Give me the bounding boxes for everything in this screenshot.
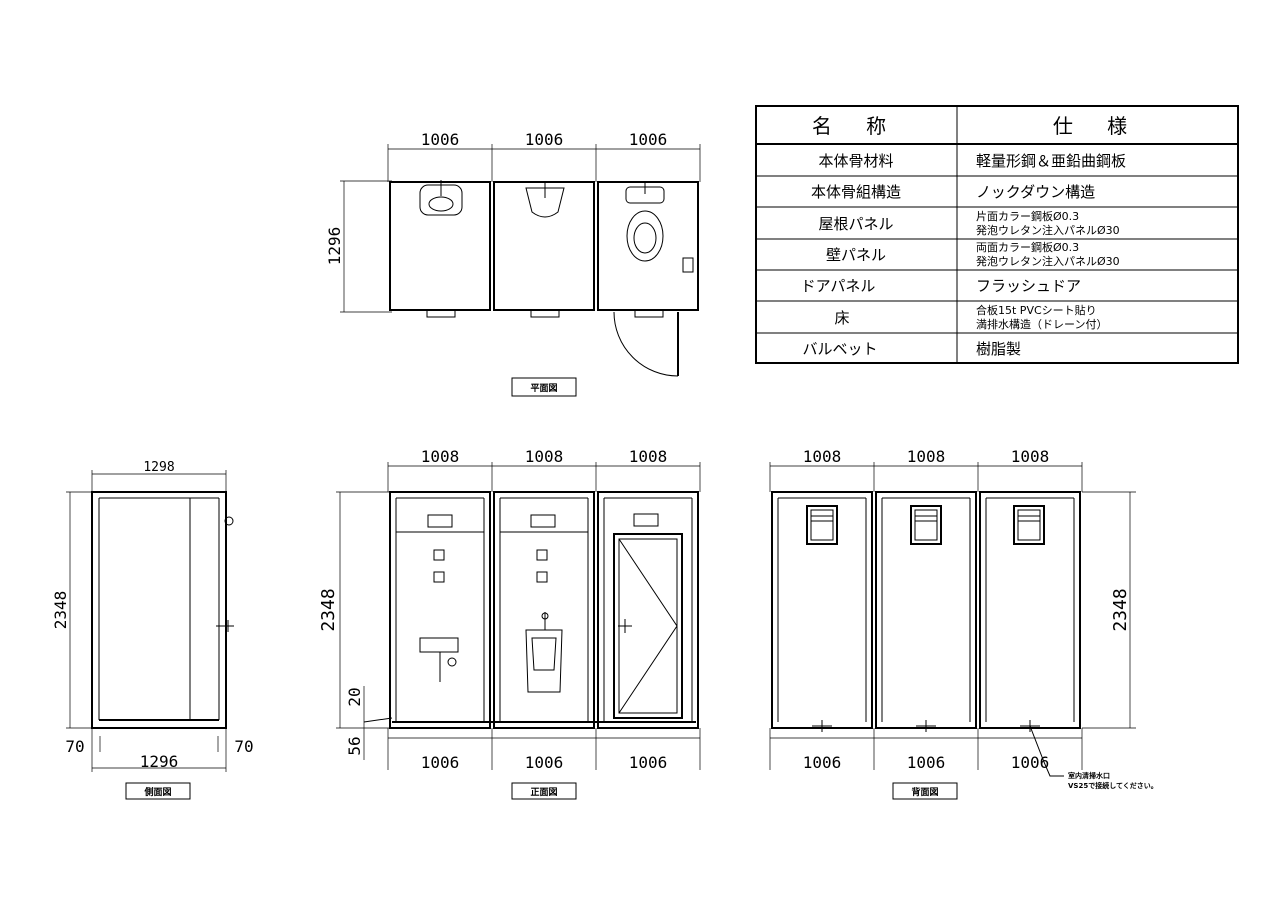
plan-depth-dim: 1296 bbox=[325, 227, 344, 266]
spec-row-value: フラッシュドア bbox=[976, 277, 1081, 295]
side-height-dim: 2348 bbox=[51, 591, 70, 630]
spec-table: 名 称 仕 様 本体骨材料 軽量形鋼＆亜鉛曲鋼板 本体骨組構造 ノックダウン構造… bbox=[755, 105, 1239, 364]
back-view-label: 背面図 bbox=[911, 786, 938, 798]
plan-width-dim: 1006 bbox=[525, 130, 564, 149]
spec-row-name: 床 bbox=[834, 309, 849, 327]
spec-row-value: 樹脂製 bbox=[976, 340, 1021, 358]
spec-row-value: 満排水構造（ドレーン付） bbox=[976, 317, 1107, 331]
front-bottom-width-dim: 1006 bbox=[525, 753, 564, 772]
spec-row-value: 発泡ウレタン注入パネルØ30 bbox=[976, 223, 1120, 237]
side-right-offset-dim: 70 bbox=[234, 737, 253, 756]
back-top-width-dim: 1008 bbox=[1011, 447, 1050, 466]
drain-note-line-2: VS25で接続してください。 bbox=[1068, 781, 1158, 790]
back-height-dim: 2348 bbox=[1110, 588, 1131, 631]
spec-row-name: 壁パネル bbox=[826, 246, 886, 264]
spec-row-value: 合板15t PVCシート貼り bbox=[976, 303, 1097, 317]
front-floor-dim: 20 bbox=[345, 687, 364, 706]
spec-row-name: ドアパネル bbox=[801, 277, 876, 295]
front-view-label: 正面図 bbox=[530, 787, 557, 798]
back-top-width-dim: 1008 bbox=[803, 447, 842, 466]
spec-row-value: ノックダウン構造 bbox=[976, 183, 1095, 201]
spec-header-name: 名 称 bbox=[812, 114, 900, 138]
drain-note-line-1: 室内清掃水口 bbox=[1068, 771, 1110, 780]
front-top-width-dim: 1008 bbox=[525, 447, 564, 466]
plan-view: 1006 1006 1006 1296 平面図 bbox=[325, 130, 701, 397]
spec-row-value: 片面カラー鋼板Ø0.3 bbox=[976, 209, 1079, 223]
front-view: 1008 1008 1008 bbox=[318, 447, 701, 800]
front-base-dim: 56 bbox=[345, 736, 364, 755]
back-bottom-width-dim: 1006 bbox=[1011, 753, 1050, 772]
side-view-label: 側面図 bbox=[143, 786, 171, 798]
back-bottom-width-dim: 1006 bbox=[907, 753, 946, 772]
front-bottom-width-dim: 1006 bbox=[629, 753, 668, 772]
spec-row-value: 軽量形鋼＆亜鉛曲鋼板 bbox=[976, 152, 1126, 170]
plan-width-dim: 1006 bbox=[421, 130, 460, 149]
spec-row-name: バルベット bbox=[802, 340, 877, 358]
front-bottom-width-dim: 1006 bbox=[421, 753, 460, 772]
front-top-width-dim: 1008 bbox=[629, 447, 668, 466]
plan-view-label: 平面図 bbox=[530, 383, 557, 394]
front-top-width-dim: 1008 bbox=[421, 447, 460, 466]
side-left-offset-dim: 70 bbox=[65, 737, 84, 756]
side-bottom-width-dim: 1296 bbox=[140, 752, 179, 771]
spec-header-spec: 仕 様 bbox=[1053, 114, 1141, 138]
back-top-width-dim: 1008 bbox=[907, 447, 946, 466]
back-bottom-width-dim: 1006 bbox=[803, 753, 842, 772]
front-height-dim: 2348 bbox=[318, 588, 339, 631]
back-view: 1008 1008 1008 bbox=[769, 447, 1158, 800]
spec-row-name: 屋根パネル bbox=[818, 215, 893, 233]
side-view: 1298 2348 1296 70 70 側面図 bbox=[51, 460, 254, 800]
spec-row-name: 本体骨組構造 bbox=[811, 183, 901, 201]
plan-width-dim: 1006 bbox=[629, 130, 668, 149]
side-top-width-dim: 1298 bbox=[143, 460, 174, 475]
spec-row-value: 両面カラー鋼板Ø0.3 bbox=[976, 240, 1079, 254]
spec-row-name: 本体骨材料 bbox=[818, 152, 893, 170]
spec-row-value: 発泡ウレタン注入パネルØ30 bbox=[976, 254, 1120, 268]
